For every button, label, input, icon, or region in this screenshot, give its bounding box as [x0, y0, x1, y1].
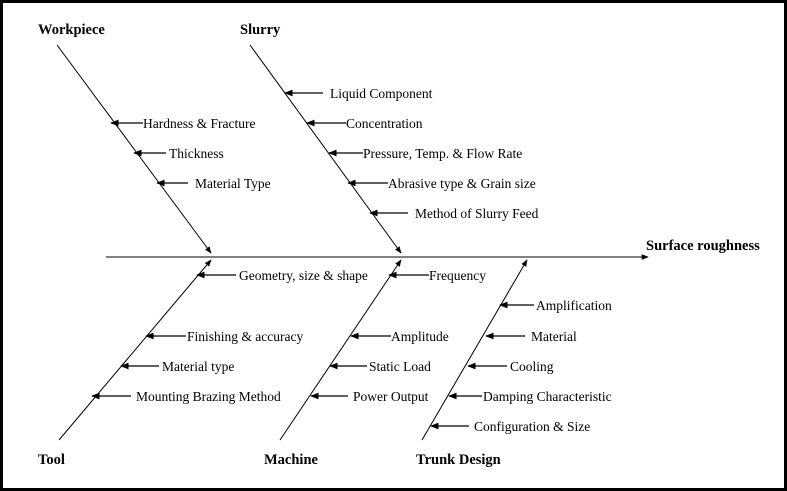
- svg-text:Method of Slurry Feed: Method of Slurry Feed: [415, 206, 539, 221]
- cause-tool-0: Geometry, size & shape: [196, 268, 368, 283]
- svg-text:Hardness & Fracture: Hardness & Fracture: [143, 116, 255, 131]
- cause-machine-0: Frequency: [388, 268, 486, 283]
- category-tool: Tool: [38, 452, 65, 468]
- svg-text:Mounting Brazing Method: Mounting Brazing Method: [136, 389, 281, 404]
- category-workpiece: Workpiece: [38, 22, 105, 38]
- svg-text:Material type: Material type: [162, 359, 234, 374]
- bone-machine: [279, 259, 402, 441]
- cause-machine-2: Static Load: [329, 359, 431, 374]
- cause-machine-1: Amplitude: [350, 329, 449, 344]
- cause-trunk-0: Amplification: [499, 298, 612, 313]
- effect-label: Surface roughness: [646, 238, 760, 254]
- svg-text:Pressure, Temp. & Flow Rate: Pressure, Temp. & Flow Rate: [363, 146, 522, 161]
- cause-slurry-1: Concentration: [306, 116, 423, 131]
- svg-text:Damping Characteristic: Damping Characteristic: [483, 389, 612, 404]
- category-slurry: Slurry: [240, 22, 281, 38]
- cause-slurry-2: Pressure, Temp. & Flow Rate: [328, 146, 522, 161]
- bone-tool: [58, 259, 212, 441]
- category-trunk-design: Trunk Design: [416, 452, 501, 468]
- svg-text:Liquid Component: Liquid Component: [330, 86, 433, 101]
- cause-trunk-1: Material: [485, 329, 577, 344]
- svg-text:Amplification: Amplification: [536, 298, 612, 313]
- cause-workpiece-1: Thickness: [133, 146, 224, 161]
- cause-machine-3: Power Output: [310, 389, 429, 404]
- bone-slurry: [249, 44, 402, 254]
- cause-tool-2: Material type: [120, 359, 234, 374]
- svg-text:Configuration & Size: Configuration & Size: [474, 419, 590, 434]
- svg-text:Geometry, size & shape: Geometry, size & shape: [239, 268, 368, 283]
- svg-text:Material Type: Material Type: [195, 176, 271, 191]
- svg-text:Concentration: Concentration: [346, 116, 423, 131]
- cause-tool-1: Finishing & accuracy: [145, 329, 303, 344]
- svg-text:Power Output: Power Output: [353, 389, 429, 404]
- bone-trunk-design: [421, 259, 528, 441]
- svg-text:Material: Material: [531, 329, 577, 344]
- svg-text:Static Load: Static Load: [369, 359, 431, 374]
- cause-workpiece-0: Hardness & Fracture: [110, 116, 255, 131]
- cause-trunk-4: Configuration & Size: [430, 419, 590, 434]
- bone-workpiece: [56, 44, 212, 254]
- svg-text:Finishing & accuracy: Finishing & accuracy: [187, 329, 303, 344]
- cause-trunk-2: Cooling: [467, 359, 554, 374]
- svg-text:Amplitude: Amplitude: [391, 329, 449, 344]
- cause-slurry-0: Liquid Component: [284, 86, 433, 101]
- cause-tool-3: Mounting Brazing Method: [91, 389, 281, 404]
- svg-text:Abrasive type & Grain size: Abrasive type & Grain size: [388, 176, 536, 191]
- svg-text:Cooling: Cooling: [510, 359, 554, 374]
- cause-slurry-4: Method of Slurry Feed: [369, 206, 539, 221]
- category-machine: Machine: [264, 452, 319, 468]
- svg-text:Thickness: Thickness: [169, 146, 224, 161]
- cause-trunk-3: Damping Characteristic: [448, 389, 612, 404]
- cause-slurry-3: Abrasive type & Grain size: [347, 176, 536, 191]
- svg-text:Frequency: Frequency: [429, 268, 486, 283]
- cause-workpiece-2: Material Type: [156, 176, 271, 191]
